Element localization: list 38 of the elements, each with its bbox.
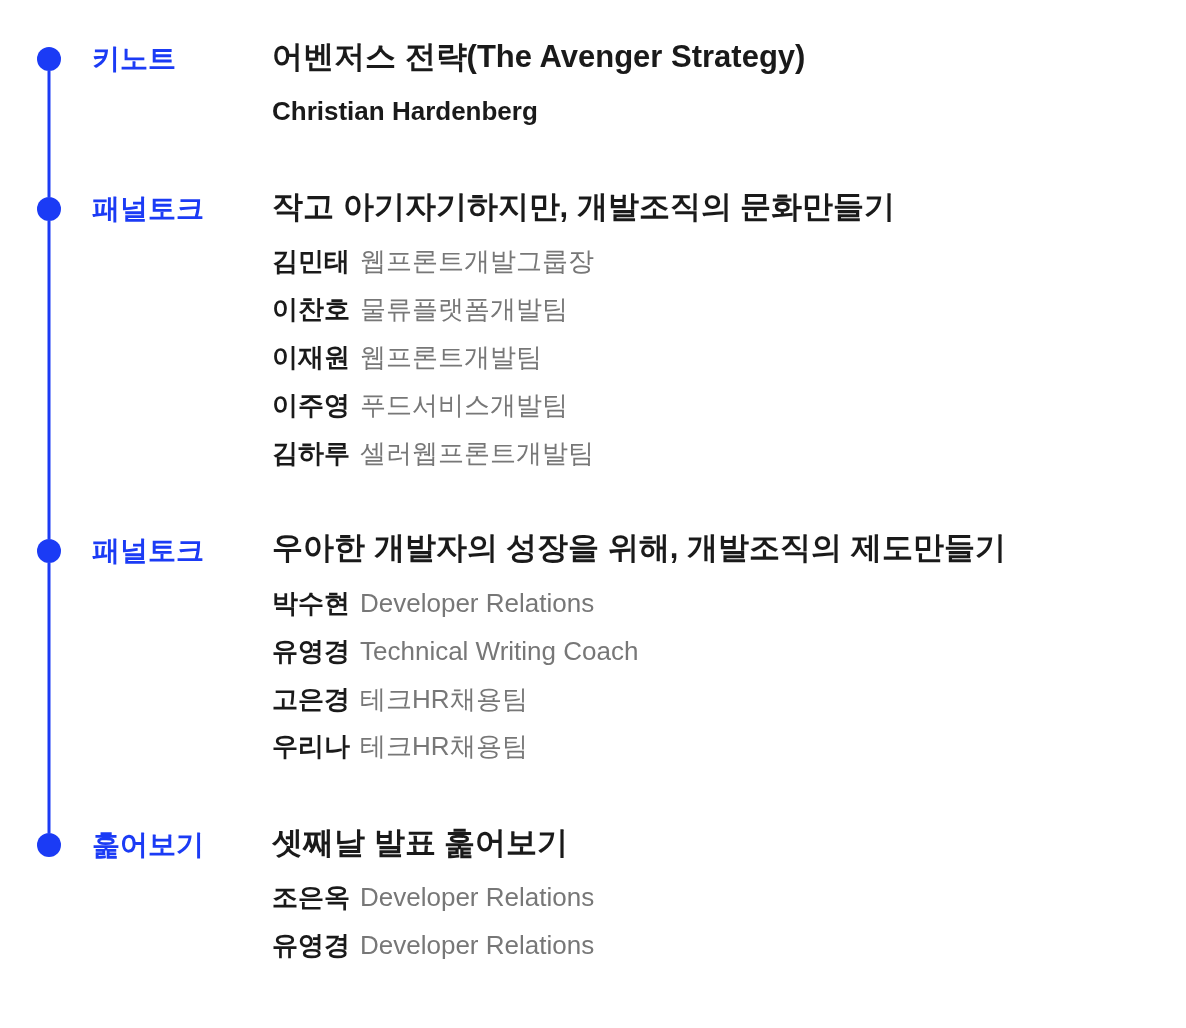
speaker-name: 이재원 (272, 341, 350, 374)
category-label: 패널토크 (92, 192, 204, 226)
speaker-name: 김민태 (272, 245, 350, 278)
speaker-team: Developer Relations (360, 587, 595, 620)
speaker-team: 웹프론트개발그룹장 (360, 245, 594, 278)
speaker-name: 김하루 (272, 437, 350, 470)
speaker-team: Developer Relations (360, 881, 595, 914)
speaker-team: 물류플랫폼개발팀 (360, 293, 568, 326)
speaker-name: 고은경 (272, 683, 350, 716)
timeline-dot (37, 539, 61, 563)
session-title: 작고 아기자기하지만, 개발조직의 문화만들기 (272, 188, 896, 226)
timeline-dot (37, 833, 61, 857)
speaker-team: 셀러웹프론트개발팀 (360, 437, 594, 470)
timeline-line (47, 71, 51, 197)
speaker-name: 우리나 (272, 730, 350, 763)
session-title: 어벤저스 전략(The Avenger Strategy) (272, 38, 806, 76)
speaker-name: 유영경 (272, 635, 350, 668)
speaker-name: 이주영 (272, 389, 350, 422)
speaker-team: 테크HR채용팀 (360, 683, 528, 716)
speaker-name: 조은옥 (272, 881, 350, 914)
category-label: 키노트 (92, 42, 176, 76)
speaker-name: 박수현 (272, 587, 350, 620)
speaker-team: Developer Relations (360, 929, 595, 962)
speaker-team: 푸드서비스개발팀 (360, 389, 568, 422)
speaker-name: Christian Hardenberg (272, 95, 538, 128)
category-label: 패널토크 (92, 534, 204, 568)
speaker-team: 테크HR채용팀 (360, 730, 528, 763)
speaker-name: 유영경 (272, 929, 350, 962)
speaker-team: Technical Writing Coach (360, 635, 639, 668)
timeline-dot (37, 197, 61, 221)
session-title: 우아한 개발자의 성장을 위해, 개발조직의 제도만들기 (272, 529, 1006, 567)
category-label: 훑어보기 (92, 828, 204, 862)
speaker-team: 웹프론트개발팀 (360, 341, 542, 374)
session-title: 셋째날 발표 훑어보기 (272, 824, 569, 862)
timeline-line (47, 221, 51, 539)
timeline-dot (37, 47, 61, 71)
speaker-name: 이찬호 (272, 293, 350, 326)
timeline-line (47, 563, 51, 833)
